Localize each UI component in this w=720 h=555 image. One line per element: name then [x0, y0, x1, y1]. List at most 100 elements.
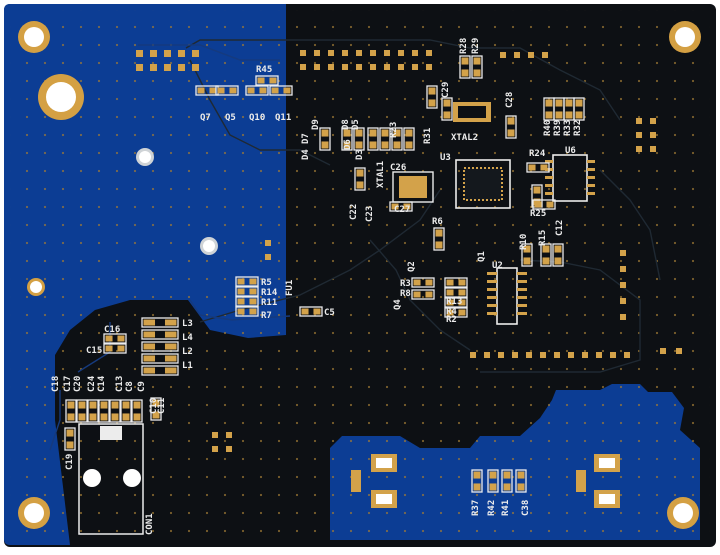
designator-c26: C26: [390, 163, 406, 173]
smd-component: [103, 333, 127, 344]
smd-component: [98, 399, 110, 423]
smd-component: [150, 397, 162, 421]
designator-u2: U2: [492, 261, 503, 271]
designator-l1: L1: [182, 361, 193, 371]
smd-component: [354, 167, 366, 191]
designator-con1: CON1: [145, 513, 155, 535]
smd-component: [76, 399, 88, 423]
smd-component: [64, 427, 76, 451]
smd-component: [444, 297, 468, 308]
designator-c17: C17: [63, 376, 73, 392]
components: [64, 55, 585, 493]
designator-c9: C9: [137, 381, 147, 392]
designator-q5: Q5: [225, 113, 236, 123]
designator-d7: D7: [301, 133, 311, 144]
smd-component: [235, 286, 259, 297]
smd-component: [444, 277, 468, 288]
designator-fu1: FU1: [285, 280, 295, 296]
smd-component: [391, 127, 403, 151]
smd-component: [235, 276, 259, 287]
smd-component: [433, 227, 445, 251]
smd-component: [471, 55, 483, 79]
smd-component: [141, 329, 179, 340]
smd-component: [87, 399, 99, 423]
designator-r3: R3: [400, 279, 411, 289]
smd-component: [235, 296, 259, 307]
smd-component: [299, 306, 323, 317]
designator-r2: R2: [446, 315, 457, 325]
con1-hole: [83, 469, 101, 487]
designator-c16: C16: [104, 325, 120, 335]
designator-q1: Q1: [477, 251, 487, 262]
smd-component: [245, 85, 269, 96]
smd-component: [521, 243, 533, 267]
designator-r39: R39: [553, 120, 563, 136]
smd-component: [411, 277, 435, 288]
designator-u6: U6: [565, 146, 576, 156]
smd-component: [411, 289, 435, 300]
designator-r45: R45: [256, 65, 272, 75]
smd-component: [471, 469, 483, 493]
smd-component: [109, 399, 121, 423]
designator-r14: R14: [261, 288, 278, 298]
designator-c11: C11: [157, 398, 167, 414]
designator-r15: R15: [538, 230, 548, 246]
smd-component: [532, 199, 556, 210]
smd-component: [141, 365, 179, 376]
smd-component: [426, 85, 438, 109]
designator-l2: L2: [182, 347, 193, 357]
smd-component: [505, 115, 517, 139]
smd-component: [552, 243, 564, 267]
test-holes: [27, 148, 218, 296]
con1-hole: [123, 469, 141, 487]
designator-q11: Q11: [275, 113, 291, 123]
designator-r10: R10: [519, 234, 529, 250]
designator-r42: R42: [487, 500, 497, 516]
designator-r5: R5: [261, 278, 272, 288]
designator-c22: C22: [349, 204, 359, 220]
designator-c19: C19: [65, 454, 75, 470]
smd-component: [353, 127, 365, 151]
via-field: [10, 10, 710, 540]
smd-component: [487, 469, 499, 493]
smd-component: [459, 55, 471, 79]
smd-component: [573, 97, 585, 121]
smd-component: [120, 399, 132, 423]
designator-c18: C18: [51, 376, 61, 392]
designator-r8: R8: [400, 289, 411, 299]
smd-component: [444, 287, 468, 298]
designator-xtal2: XTAL2: [451, 133, 478, 143]
smd-component: [515, 469, 527, 493]
pad-arrays: [136, 50, 682, 452]
designator-r24: R24: [529, 149, 546, 159]
smd-component: [255, 75, 279, 86]
designator-d3: D3: [355, 149, 365, 160]
smd-component: [65, 399, 77, 423]
designator-c14: C14: [97, 375, 107, 392]
smd-component: [441, 97, 453, 121]
con1-outline: [78, 423, 144, 535]
designator-u3: U3: [440, 153, 451, 163]
designator-c38: C38: [521, 500, 531, 516]
designator-d9: D9: [311, 119, 321, 130]
smd-component: [389, 201, 413, 212]
designator-c20: C20: [73, 376, 83, 392]
designator-l3: L3: [182, 319, 193, 329]
smd-component: [540, 243, 552, 267]
designator-r4: R4: [446, 307, 457, 317]
designator-q4: Q4: [393, 299, 403, 310]
designator-r7: R7: [261, 311, 272, 321]
smd-component: [403, 127, 415, 151]
smd-component: [341, 127, 353, 151]
designator-c10: C10: [149, 398, 159, 414]
designator-c15: C15: [86, 346, 102, 356]
smd-component: [269, 85, 293, 96]
mounting-holes: [18, 21, 701, 529]
designator-c29: C29: [441, 82, 451, 98]
copper-traces-blue: [49, 44, 291, 451]
designator-r41: R41: [501, 500, 511, 516]
designator-c24: C24: [87, 375, 97, 392]
